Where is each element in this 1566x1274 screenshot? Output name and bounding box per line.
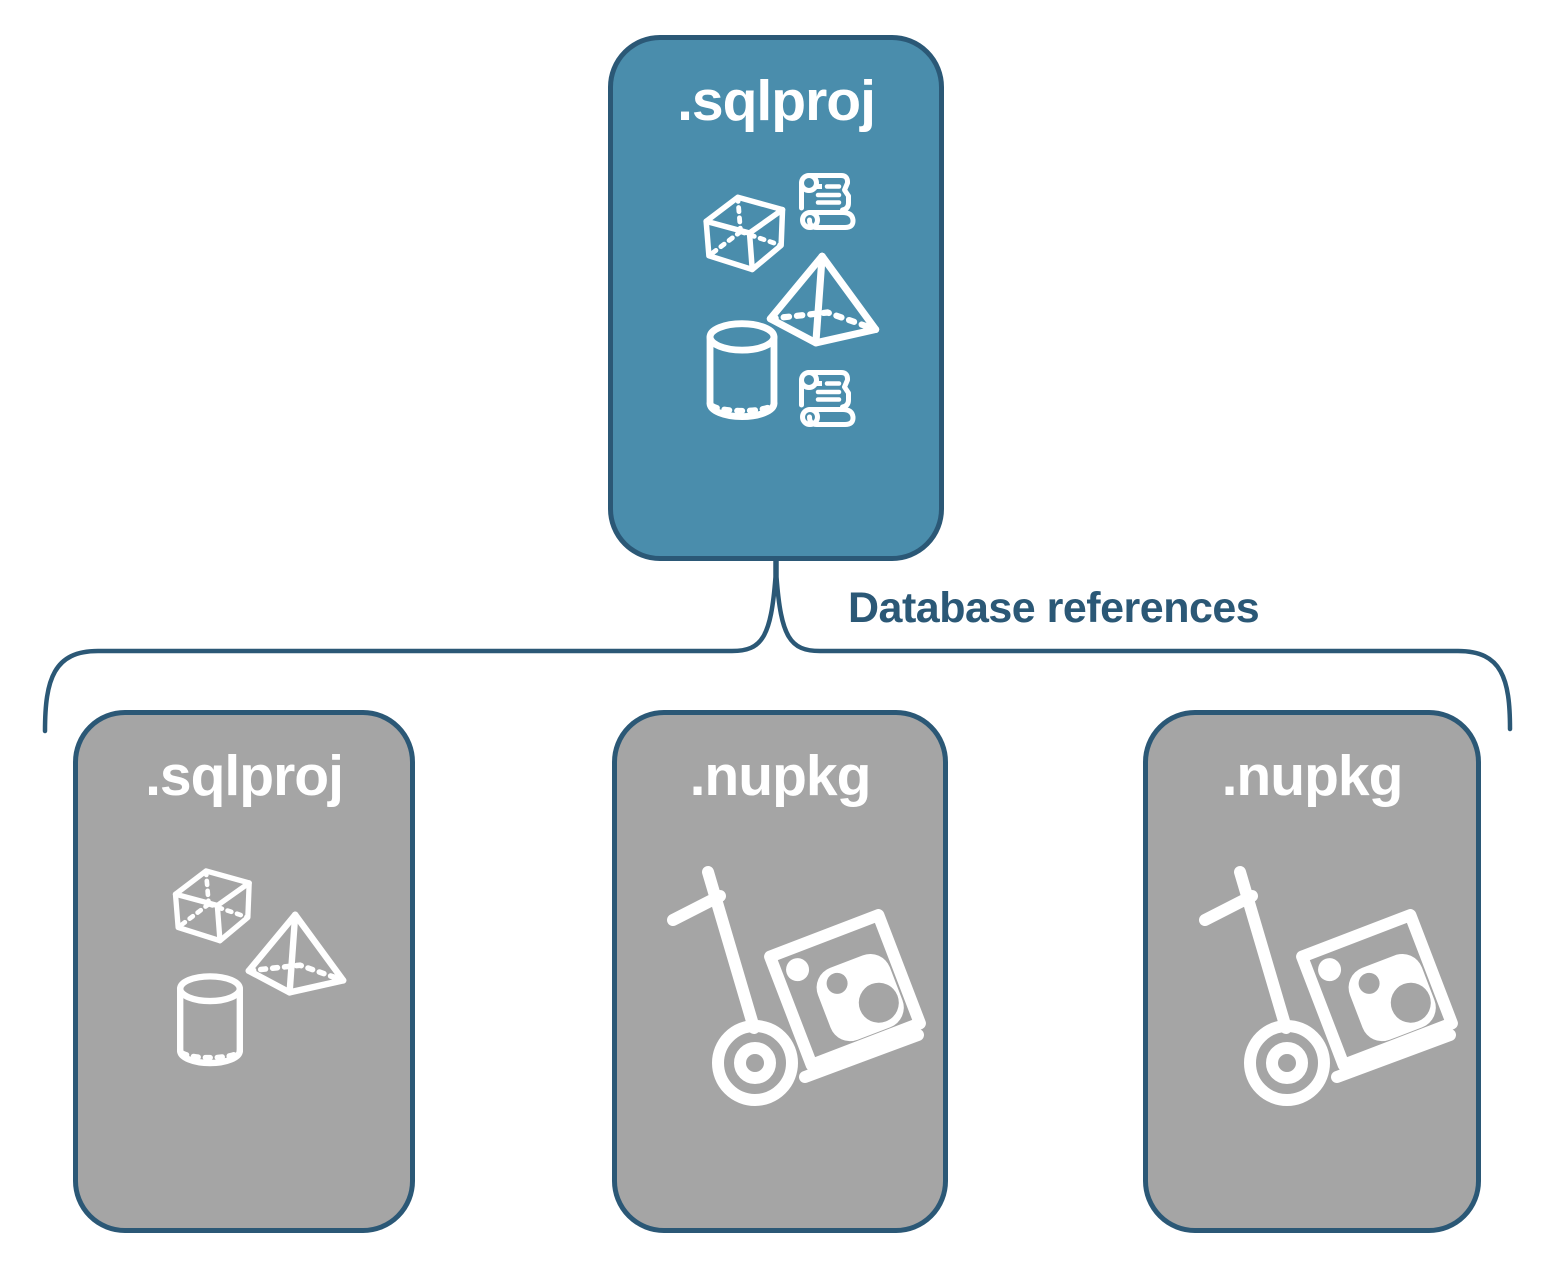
cylinder-icon [706,320,778,421]
cube-icon [703,194,786,273]
node-title: .sqlproj [145,744,344,808]
node-title: .nupkg [1221,744,1404,808]
cylinder-icon [177,973,243,1067]
scroll-icon [799,173,856,230]
cube-icon [172,868,252,944]
nuget-handtruck-icon [1199,866,1458,1106]
pyramid-icon [245,911,347,996]
edge-label: Database references [848,584,1260,632]
node-nupkg-child-2: .nupkg [1143,710,1481,1233]
pyramid-icon [766,252,880,347]
node-title: .nupkg [689,744,872,808]
nuget-handtruck-icon [667,866,926,1106]
node-title: .sqlproj [677,69,876,133]
scroll-icon [799,370,856,427]
node-sqlproj-root: .sqlproj [608,35,944,561]
node-nupkg-child-1: .nupkg [612,710,948,1233]
node-sqlproj-child: .sqlproj [73,710,415,1233]
